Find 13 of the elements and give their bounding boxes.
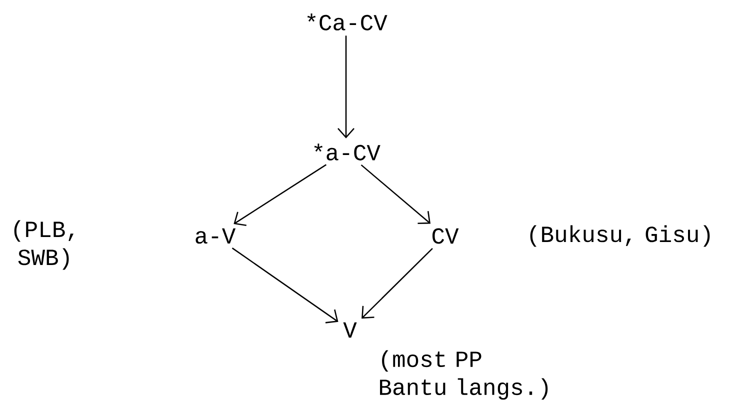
note-text: (PLB, SWB) bbox=[14, 220, 74, 270]
arrow bbox=[234, 164, 327, 226]
node-label: CV bbox=[432, 228, 459, 244]
arrow bbox=[362, 248, 433, 319]
node-label: *Ca-CV bbox=[307, 14, 388, 30]
node-caption: (Bukusu, Gisu) bbox=[530, 225, 710, 247]
node-label: *a-CV bbox=[314, 144, 380, 160]
node-caption: (most PP Bantu langs.) bbox=[380, 350, 548, 400]
node-label: a-V bbox=[196, 228, 236, 244]
arrow bbox=[232, 248, 338, 324]
arrow bbox=[360, 164, 431, 224]
node-label: V bbox=[343, 322, 357, 338]
arrow bbox=[338, 36, 354, 138]
